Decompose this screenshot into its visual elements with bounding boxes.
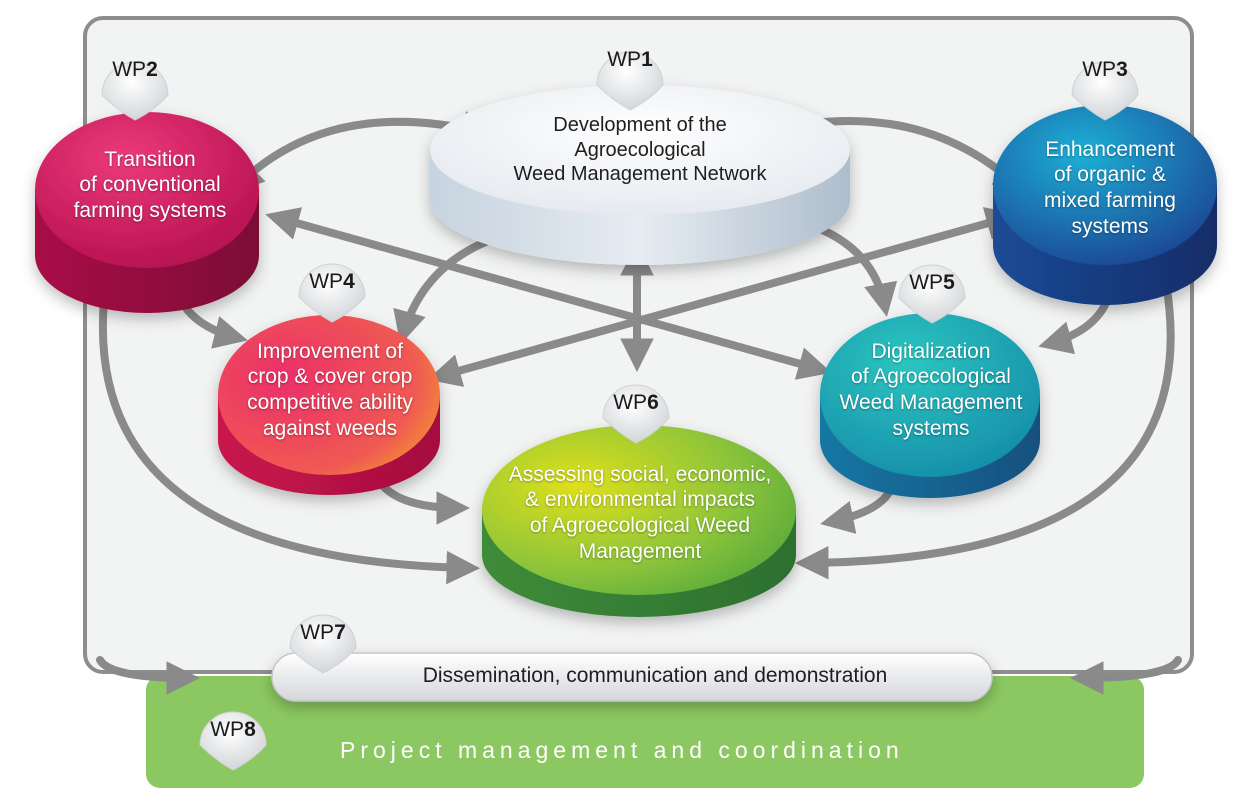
wp6-disk: [482, 425, 796, 617]
wp8-description: Project management and coordination: [340, 736, 904, 763]
wp6-bubble: [602, 384, 670, 444]
wp5-description: Digitalization of Agroecological Weed Ma…: [839, 339, 1023, 440]
wp1-bubble: [596, 51, 664, 111]
wp8-bubble: [199, 711, 267, 771]
wp3-description: Enhancement of organic & mixed farming s…: [1044, 137, 1176, 238]
wp4-description: Improvement of crop & cover crop competi…: [247, 339, 413, 440]
wp2-description: Transition of conventional farming syste…: [73, 147, 227, 222]
wp4-bubble: [298, 263, 366, 323]
wp8-bar: [146, 676, 1144, 788]
wp1-disk: [430, 85, 850, 265]
wp3-bubble: [1071, 61, 1139, 121]
wp4-disk: [218, 315, 440, 495]
wp2-bubble: [101, 61, 169, 121]
tag-bubbles: [101, 51, 1139, 771]
wp7-description: Dissemination, communication and demonst…: [422, 664, 888, 687]
arrow-frame-wp8-left: [96, 656, 201, 695]
arrow-wp3-wp4: [427, 207, 1020, 387]
wp6-description: Assessing social, economic, & environmen…: [508, 462, 772, 563]
wp7-pill: [271, 652, 993, 702]
arrow-frame-wp8-right: [1069, 656, 1182, 695]
arrow-wp2-wp6: [98, 286, 481, 585]
wp5-bubble: [898, 264, 966, 324]
wp1-description: Development of the Agroecological Weed M…: [513, 114, 767, 186]
wp2-disk: [35, 112, 259, 313]
wp7-bubble: [289, 614, 357, 674]
wp5-disk: [820, 313, 1040, 498]
arrow-wp3-wp6: [794, 279, 1175, 580]
wp3-disk: [993, 105, 1217, 305]
